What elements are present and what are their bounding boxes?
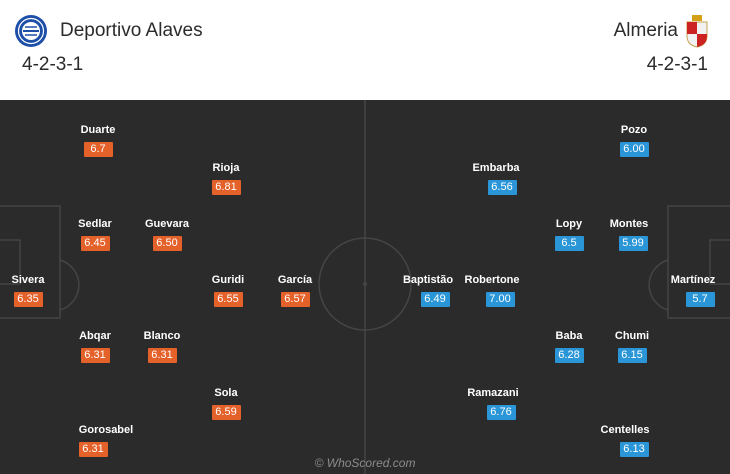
player-sola[interactable]: Sola 6.59 — [191, 387, 261, 420]
pitch: Duarte 6.7 Rioja 6.81 Sedlar 6.45 Guevar… — [0, 100, 730, 474]
away-formation: 4-2-3-1 — [646, 54, 708, 75]
player-name: Chumi — [614, 330, 650, 342]
player-rating: 6.28 — [554, 348, 584, 363]
player-name: Ramazani — [467, 387, 519, 399]
player-name: Rioja — [212, 162, 240, 174]
player-rating: 6.55 — [213, 292, 243, 307]
player-name: Sola — [214, 387, 238, 399]
player-chumi[interactable]: Chumi 6.15 — [597, 330, 667, 363]
pitch-lines — [0, 100, 730, 474]
player-rating: 5.7 — [685, 292, 715, 307]
player-rioja[interactable]: Rioja 6.81 — [191, 162, 261, 195]
player-montes[interactable]: Montes 5.99 — [594, 218, 664, 251]
player-rating: 6.76 — [486, 405, 516, 420]
player-name: Duarte — [80, 124, 116, 136]
player-baba[interactable]: Baba 6.28 — [534, 330, 604, 363]
player-name: Pozo — [620, 124, 648, 136]
player-name: Guevara — [144, 218, 190, 230]
player-centelles[interactable]: Centelles 6.13 — [590, 424, 660, 457]
player-name: Baptistão — [402, 274, 454, 286]
player-abqar[interactable]: Abqar 6.31 — [60, 330, 130, 363]
almeria-crest-icon — [686, 15, 708, 48]
player-rating: 6.81 — [211, 180, 241, 195]
player-rating: 6.31 — [78, 442, 108, 457]
player-rating: 6.31 — [147, 348, 177, 363]
player-name: Montes — [609, 218, 649, 230]
player-rating: 6.31 — [80, 348, 110, 363]
player-duarte[interactable]: Duarte 6.7 — [63, 124, 133, 157]
home-formation: 4-2-3-1 — [22, 54, 84, 75]
player-name: Blanco — [143, 330, 181, 342]
player-rating: 6.15 — [617, 348, 647, 363]
player-martinez[interactable]: Martínez 5.7 — [658, 274, 728, 307]
player-rating: 6.49 — [420, 292, 450, 307]
player-baptistao[interactable]: Baptistão 6.49 — [393, 274, 463, 307]
player-rating: 6.7 — [83, 142, 113, 157]
alaves-crest-icon — [15, 15, 47, 47]
player-sedlar[interactable]: Sedlar 6.45 — [60, 218, 130, 251]
player-rating: 6.00 — [619, 142, 649, 157]
player-sivera[interactable]: Sivera 6.35 — [0, 274, 63, 307]
away-team-name[interactable]: Almeria — [613, 20, 678, 41]
home-team-name[interactable]: Deportivo Alaves — [60, 20, 203, 41]
player-name: Embarba — [472, 162, 520, 174]
player-robertone[interactable]: Robertone 7.00 — [457, 274, 527, 307]
player-rating: 6.5 — [554, 236, 584, 251]
player-name: Centelles — [600, 424, 650, 436]
player-name: Martínez — [670, 274, 716, 286]
player-name: Guridi — [211, 274, 245, 286]
player-rating: 7.00 — [485, 292, 515, 307]
watermark: © WhoScored.com — [314, 456, 416, 470]
player-name: Sivera — [11, 274, 45, 286]
player-garcia[interactable]: García 6.57 — [260, 274, 330, 307]
player-gorosabel[interactable]: Gorosabel 6.31 — [71, 424, 141, 457]
player-guridi[interactable]: Guridi 6.55 — [193, 274, 263, 307]
player-rating: 6.57 — [280, 292, 310, 307]
player-name: Baba — [555, 330, 583, 342]
player-pozo[interactable]: Pozo 6.00 — [599, 124, 669, 157]
player-name: Gorosabel — [78, 424, 134, 436]
player-guevara[interactable]: Guevara 6.50 — [132, 218, 202, 251]
player-ramazani[interactable]: Ramazani 6.76 — [458, 387, 528, 420]
player-rating: 6.50 — [152, 236, 182, 251]
player-name: García — [277, 274, 313, 286]
player-name: Lopy — [555, 218, 583, 230]
player-rating: 6.59 — [211, 405, 241, 420]
match-header: Deportivo Alaves 4-2-3-1 Almeria 4-2-3-1 — [0, 0, 730, 96]
player-blanco[interactable]: Blanco 6.31 — [127, 330, 197, 363]
player-rating: 6.35 — [13, 292, 43, 307]
player-name: Abqar — [79, 330, 111, 342]
player-name: Sedlar — [78, 218, 112, 230]
player-embarba[interactable]: Embarba 6.56 — [461, 162, 531, 195]
player-rating: 6.13 — [619, 442, 649, 457]
player-rating: 6.56 — [487, 180, 517, 195]
player-name: Robertone — [464, 274, 520, 286]
player-rating: 6.45 — [80, 236, 110, 251]
player-lopy[interactable]: Lopy 6.5 — [534, 218, 604, 251]
player-rating: 5.99 — [618, 236, 648, 251]
